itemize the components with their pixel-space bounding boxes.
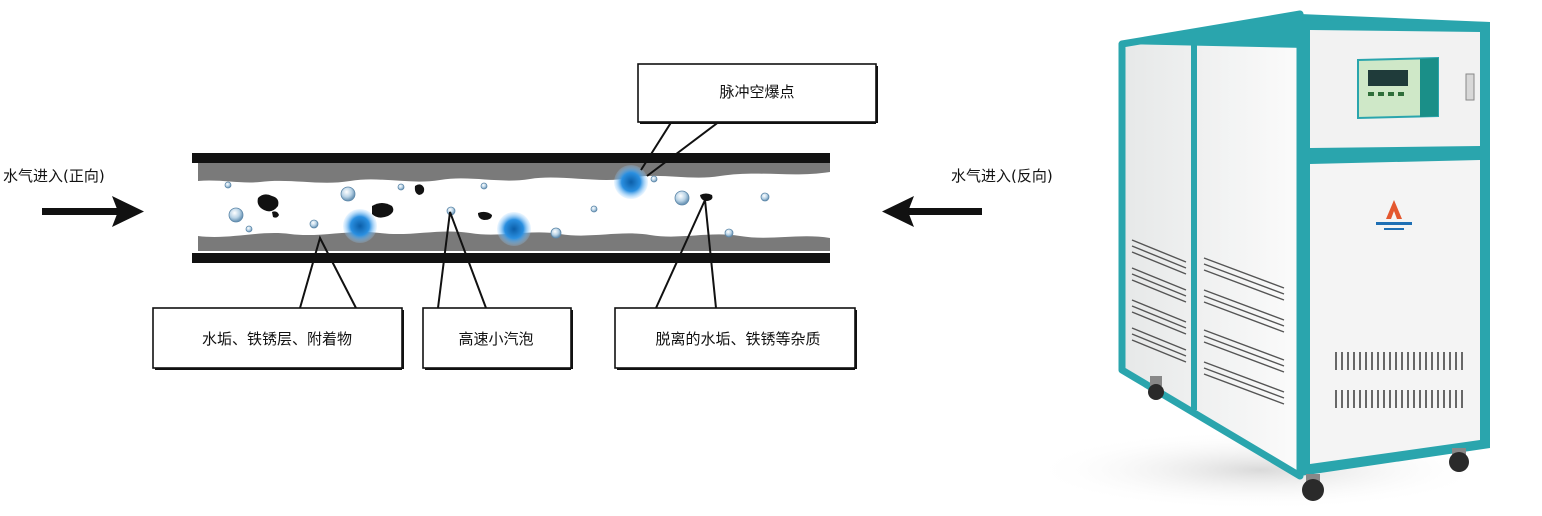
bubbles-text: 高速小汽泡 [458, 330, 533, 348]
pipe-wall-bottom [192, 253, 830, 263]
small-bubbles [224, 175, 770, 239]
pulse-cleaning-machine [1030, 10, 1490, 510]
side-vents [1131, 239, 1285, 405]
pulse-burst-points [343, 165, 648, 246]
callout-bubbles: 高速小汽泡 [422, 211, 573, 370]
pulse-point-text: 脉冲空爆点 [719, 83, 794, 101]
callout-scale-layer: 水垢、铁锈层、附着物 [152, 235, 404, 370]
arrow-left-icon [882, 196, 982, 227]
callout-detached: 脱离的水垢、铁锈等杂质 [614, 196, 857, 370]
arrow-right-icon [42, 196, 144, 227]
callout-pulse-point: 脉冲空爆点 [637, 63, 878, 177]
detached-text: 脱离的水垢、铁锈等杂质 [655, 330, 820, 348]
power-switch-icon [1465, 73, 1475, 101]
front-vents [1335, 352, 1463, 408]
front-lower-panel [1310, 160, 1480, 464]
pipe-wall-top [192, 153, 830, 163]
pipe [192, 153, 830, 263]
machine-side [1118, 10, 1304, 480]
inlet-forward-label: 水气进入(正向) [3, 167, 105, 185]
caster-wheels [1148, 376, 1469, 501]
inlet-reverse-label: 水气进入(反向) [951, 167, 1053, 185]
scale-layer-text: 水垢、铁锈层、附着物 [202, 330, 352, 348]
detached-debris [257, 184, 713, 220]
scale-layer-top [198, 163, 830, 183]
brand-logo-icon [1376, 200, 1412, 230]
controller-display [1357, 56, 1439, 120]
